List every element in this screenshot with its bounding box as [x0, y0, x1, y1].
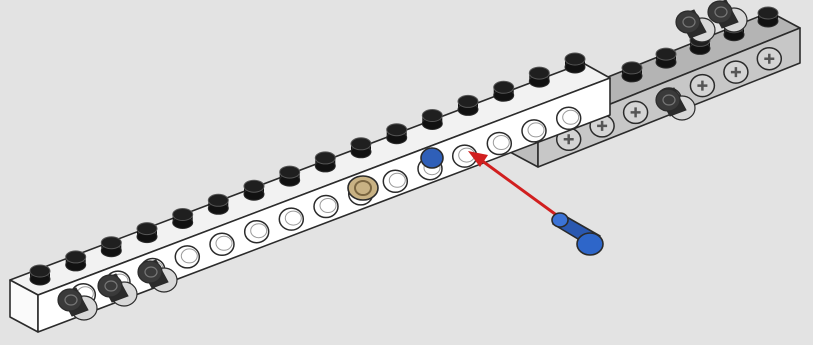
black-pins-white-beam [57, 259, 178, 321]
white-beam-stud-top [29, 264, 51, 278]
arrow-shaft [480, 158, 567, 224]
tan-pin-collar [354, 180, 372, 196]
white-beam-stud-top [421, 109, 443, 122]
white-beam-hole-inner [180, 248, 198, 264]
gray-beam-hole-cross [630, 107, 641, 118]
white-technic-beam [9, 52, 611, 333]
insertion-arrow [468, 151, 567, 224]
white-beam-stud-top [65, 250, 87, 264]
white-beam-hole-inner [284, 210, 302, 226]
blue-pin-end [551, 212, 569, 228]
black-pin-head [137, 260, 163, 284]
white-beam-stud-top [386, 123, 408, 137]
gray-beam-hole-cross [764, 53, 775, 64]
white-beam-hole-inner [215, 235, 233, 251]
white-beam-stud-top [457, 94, 479, 108]
gray-beam-hole-cross [597, 120, 608, 131]
black-pin-ring [104, 280, 118, 292]
gray-beam-hole-cross [697, 80, 708, 91]
white-beam-stud-top [279, 165, 301, 179]
black-pin-head [57, 288, 83, 312]
black-pin-back-head [707, 0, 733, 24]
white-beam-stud-top [350, 137, 372, 151]
gray-beam-hole-cross [730, 67, 741, 78]
black-pin-back-head [655, 88, 681, 112]
white-beam-hole-inner [527, 122, 545, 138]
black-pin-head [97, 274, 123, 298]
white-beam-stud-top [528, 66, 550, 80]
white-beam-hole-inner [388, 172, 406, 188]
blue-pin-part [551, 212, 604, 256]
gray-beam-stud-top [621, 61, 643, 75]
white-beam-hole-inner [492, 135, 510, 150]
white-beam-hole-inner [319, 198, 337, 213]
blue-pin-inserted [420, 147, 444, 169]
gray-beam-stud-top [655, 47, 677, 61]
white-beam-stud-top [243, 179, 265, 193]
white-beam-stud-top [493, 80, 515, 94]
black-pin-back-ring [714, 6, 728, 18]
black-pin-back-ring [662, 94, 676, 106]
black-pin-ring [144, 266, 158, 278]
white-beam-stud-top [207, 193, 229, 207]
white-beam-stud-top [564, 52, 586, 66]
white-beam-stud-top [172, 208, 194, 221]
white-beam-stud-top [136, 222, 158, 236]
white-beam-hole-inner [562, 109, 580, 125]
blue-pin-inserted-body [420, 147, 444, 169]
gray-beam-stud-top [757, 6, 779, 20]
blue-pin-cap [576, 232, 604, 256]
white-beam-stud-top [314, 151, 336, 165]
white-beam-stud-top [100, 236, 122, 250]
tan-pin-body [347, 175, 379, 201]
gray-beam-hole-cross [563, 134, 574, 145]
black-pin-back-ring [682, 16, 696, 28]
black-pin-ring [64, 294, 78, 306]
tan-pin [347, 175, 379, 201]
white-beam-studs [29, 52, 586, 286]
black-pin-back-head [675, 10, 701, 34]
arrow-head [468, 151, 488, 167]
white-beam-hole-inner [250, 223, 268, 239]
black-pins-gray-beam [655, 0, 748, 121]
